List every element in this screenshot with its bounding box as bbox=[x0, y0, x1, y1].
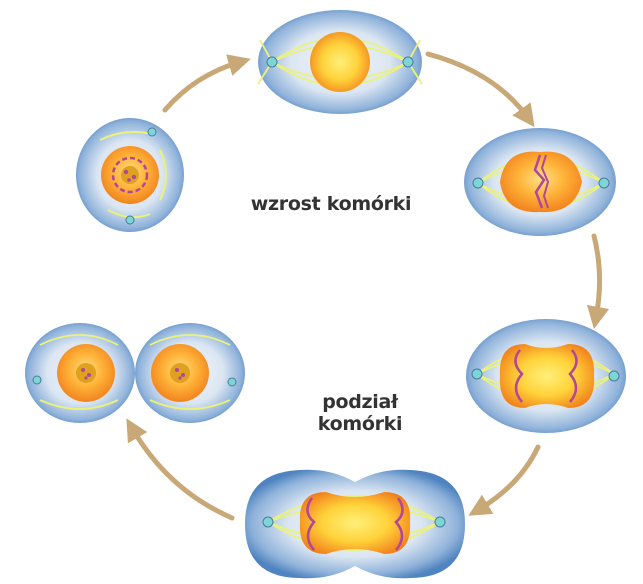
label-cell-division-line2: komórki bbox=[300, 413, 420, 435]
cell-interphase bbox=[76, 118, 184, 232]
arrow-metaphase-to-anaphase bbox=[594, 236, 600, 318]
cell-cytokinesis-left bbox=[25, 323, 135, 423]
arrow-interphase-to-prophase bbox=[165, 62, 240, 110]
label-cell-growth: wzrost komórki bbox=[236, 193, 426, 215]
cell-cytokinesis-right bbox=[135, 323, 245, 423]
cell-telophase bbox=[245, 470, 465, 579]
arrow-telophase-to-cytokinesis bbox=[132, 428, 232, 518]
cell-prophase bbox=[258, 10, 422, 114]
cell-anaphase bbox=[466, 319, 626, 433]
label-cell-division-line1: podział bbox=[300, 391, 420, 413]
cycle-arrows bbox=[132, 54, 600, 518]
label-cell-division: podział komórki bbox=[300, 391, 420, 435]
cell-metaphase bbox=[464, 128, 616, 236]
arrow-prophase-to-metaphase bbox=[428, 54, 528, 118]
arrow-anaphase-to-telophase bbox=[478, 447, 538, 510]
